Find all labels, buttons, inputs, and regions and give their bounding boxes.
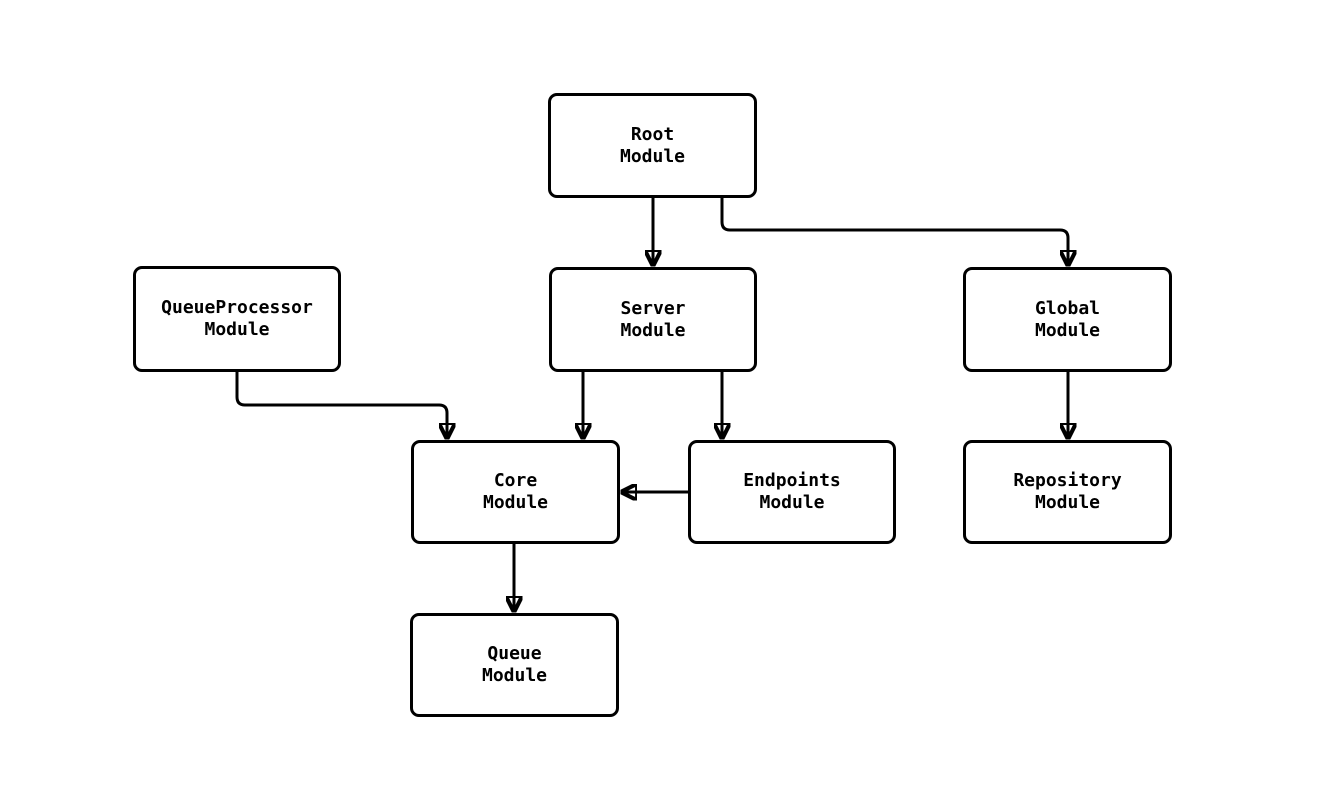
node-core-module: Core Module xyxy=(411,440,620,544)
node-repository-module: Repository Module xyxy=(963,440,1172,544)
edge-root-to-global xyxy=(720,198,1068,265)
node-server-module: Server Module xyxy=(549,267,757,372)
node-label-line: Module xyxy=(1034,492,1101,513)
node-label-line: Module xyxy=(1034,319,1101,341)
node-endpoints-module: Endpoints Module xyxy=(688,440,896,544)
node-label-line: Module xyxy=(620,319,686,341)
node-label-line: QueueProcessor xyxy=(161,297,313,318)
node-label-line: Module xyxy=(759,492,825,513)
node-label-line: Queue xyxy=(487,643,542,664)
node-label-line: Module xyxy=(481,665,548,686)
node-label-line: Root xyxy=(630,123,675,145)
node-queue-module: Queue Module xyxy=(410,613,619,717)
node-global-module: Global Module xyxy=(963,267,1172,372)
node-label-line: Core xyxy=(493,470,538,491)
node-root-module: Root Module xyxy=(548,93,757,198)
node-label-line: Server xyxy=(620,297,686,319)
edge-queueprocessor-to-core xyxy=(235,372,447,438)
node-label-line: Module xyxy=(482,492,549,513)
node-queueprocessor-module: QueueProcessor Module xyxy=(133,266,341,372)
node-label-line: Repository xyxy=(1013,470,1122,491)
node-label-line: Module xyxy=(619,145,686,167)
node-label-line: Module xyxy=(204,319,270,340)
node-label-line: Endpoints xyxy=(743,470,841,491)
node-label-line: Global xyxy=(1034,297,1101,319)
